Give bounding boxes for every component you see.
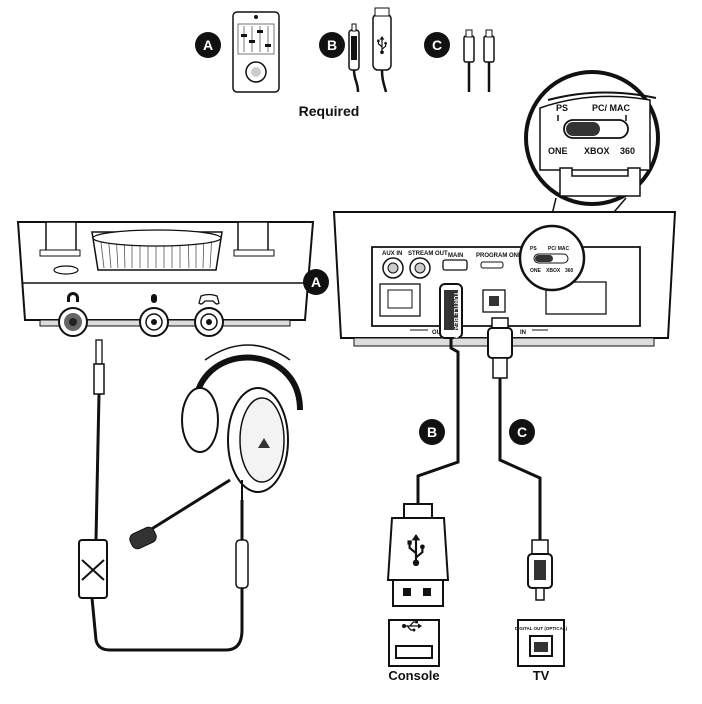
switch-label-ps: PS [556, 103, 568, 113]
console-label: Console [388, 668, 439, 683]
platform-switch-callout: PS PC/ MAC ONE XBOX 360 [524, 70, 660, 253]
amp-a-badge [303, 269, 329, 295]
port-label-in: IN [520, 330, 526, 336]
switch-label-one: ONE [548, 146, 568, 156]
tv-port-label: DIGITAL OUT (OPTICAL) [515, 626, 568, 631]
console-usb-port: Console [388, 619, 440, 683]
cable-b-letter: B [427, 424, 437, 440]
optical-cable-pair [463, 29, 495, 92]
required-label: Required [299, 103, 360, 119]
mini-switch-ps: PS [530, 246, 537, 252]
volume-knob [91, 229, 223, 271]
controller-jack [194, 293, 224, 337]
cable-c-letter: C [517, 424, 527, 440]
mini-switch-one: ONE [530, 268, 542, 274]
switch-label-pc-mac: PC/ MAC [592, 103, 631, 113]
mini-switch-pc-mac: PC/ MAC [548, 246, 570, 252]
usb-plug-text: TURTLE BEACH [452, 292, 458, 339]
switch-label-xbox: XBOX [584, 146, 610, 156]
headset-cable [78, 339, 249, 652]
port-label-program-only: PROGRAM ONLY [476, 253, 525, 259]
tv-label: TV [533, 668, 550, 683]
amp-a-letter: A [311, 274, 321, 290]
port-label-stream-out: STREAM OUT [408, 251, 448, 257]
switch-label-360: 360 [620, 146, 635, 156]
port-label-aux-in: AUX IN [382, 251, 402, 257]
amp-back-view: AUX IN STREAM OUT MAIN PROGRAM ONLY OUT … [332, 211, 677, 347]
cable-b-badge [419, 419, 445, 445]
headset [129, 344, 303, 550]
mini-switch-360: 360 [565, 268, 574, 274]
mini-switch-xbox: XBOX [546, 268, 561, 274]
required-items: A B [195, 7, 495, 119]
item-c-badge [424, 32, 450, 58]
mixer-amp-top-view [232, 11, 280, 93]
item-a-letter: A [203, 37, 213, 53]
port-label-main: MAIN [448, 253, 463, 259]
headphone-jack [58, 292, 88, 337]
tv-optical-port: DIGITAL OUT (OPTICAL) TV [515, 619, 568, 683]
mic-jack [139, 294, 169, 337]
mini-switch-callout: PS PC/ MAC ONE XBOX 360 [518, 224, 586, 292]
usb-cable-pair [348, 7, 392, 93]
amp-front-view [16, 221, 315, 337]
usb-cable-b: TURTLE BEACH [386, 283, 463, 607]
switch-knob [566, 122, 600, 136]
item-b-letter: B [327, 37, 337, 53]
cable-c-badge [509, 419, 535, 445]
item-b-badge [319, 32, 345, 58]
item-a-badge [195, 32, 221, 58]
optical-cable-c [487, 317, 553, 601]
port-label-out: OUT [432, 330, 445, 336]
item-c-letter: C [432, 37, 442, 53]
